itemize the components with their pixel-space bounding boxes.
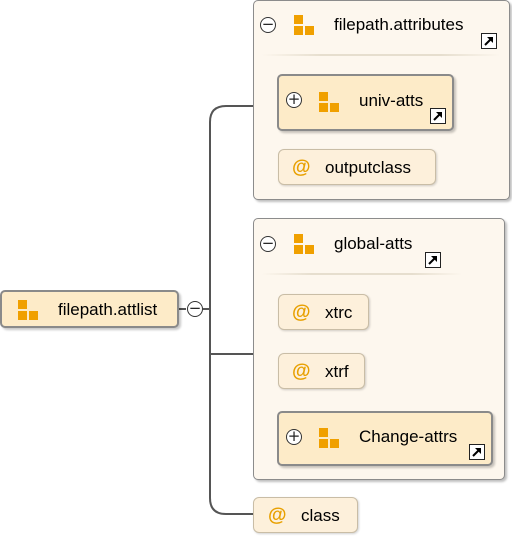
- attribute-class[interactable]: @ class: [253, 497, 358, 533]
- reference-arrow-icon[interactable]: [469, 444, 485, 460]
- element-icon: [18, 300, 40, 322]
- element-icon: [294, 234, 316, 256]
- collapse-icon[interactable]: −: [187, 299, 203, 317]
- element-univ-atts[interactable]: + univ-atts: [277, 74, 454, 131]
- collapse-icon[interactable]: −: [260, 234, 276, 252]
- group-title: global-atts: [334, 234, 413, 253]
- trunk-line: [209, 105, 253, 515]
- element-change-attrs[interactable]: + Change-attrs: [277, 411, 493, 466]
- attribute-xtrf[interactable]: @ xtrf: [278, 353, 365, 389]
- attribute-label: xtrf: [325, 362, 349, 381]
- attribute-icon: @: [292, 361, 311, 382]
- group-global-atts: − global-atts @ xtrc @ xtrf + Change-att…: [253, 218, 505, 480]
- element-icon: [294, 15, 316, 37]
- collapse-icon[interactable]: −: [260, 15, 276, 33]
- attribute-outputclass[interactable]: @ outputclass: [278, 149, 436, 185]
- reference-arrow-icon[interactable]: [430, 108, 446, 124]
- attribute-icon: @: [268, 505, 287, 526]
- group-separator: [262, 273, 462, 275]
- attribute-label: outputclass: [325, 158, 411, 177]
- reference-arrow-icon[interactable]: [481, 33, 497, 49]
- element-label: Change-attrs: [359, 427, 458, 446]
- attribute-label: xtrc: [325, 303, 353, 322]
- attribute-icon: @: [292, 302, 311, 323]
- root-element[interactable]: filepath.attlist: [0, 290, 179, 328]
- element-icon: [319, 428, 341, 450]
- attribute-xtrc[interactable]: @ xtrc: [278, 294, 369, 330]
- reference-arrow-icon[interactable]: [425, 252, 441, 268]
- expand-icon[interactable]: +: [286, 90, 302, 108]
- element-icon: [319, 92, 341, 114]
- group-title: filepath.attributes: [334, 15, 464, 34]
- attribute-label: class: [301, 506, 340, 525]
- root-element-label: filepath.attlist: [58, 300, 158, 319]
- element-label: univ-atts: [359, 91, 424, 110]
- group-separator: [262, 54, 500, 56]
- attribute-icon: @: [292, 157, 311, 178]
- group-filepath-attributes: − filepath.attributes + univ-atts @ outp…: [253, 0, 510, 200]
- expand-icon[interactable]: +: [286, 427, 302, 445]
